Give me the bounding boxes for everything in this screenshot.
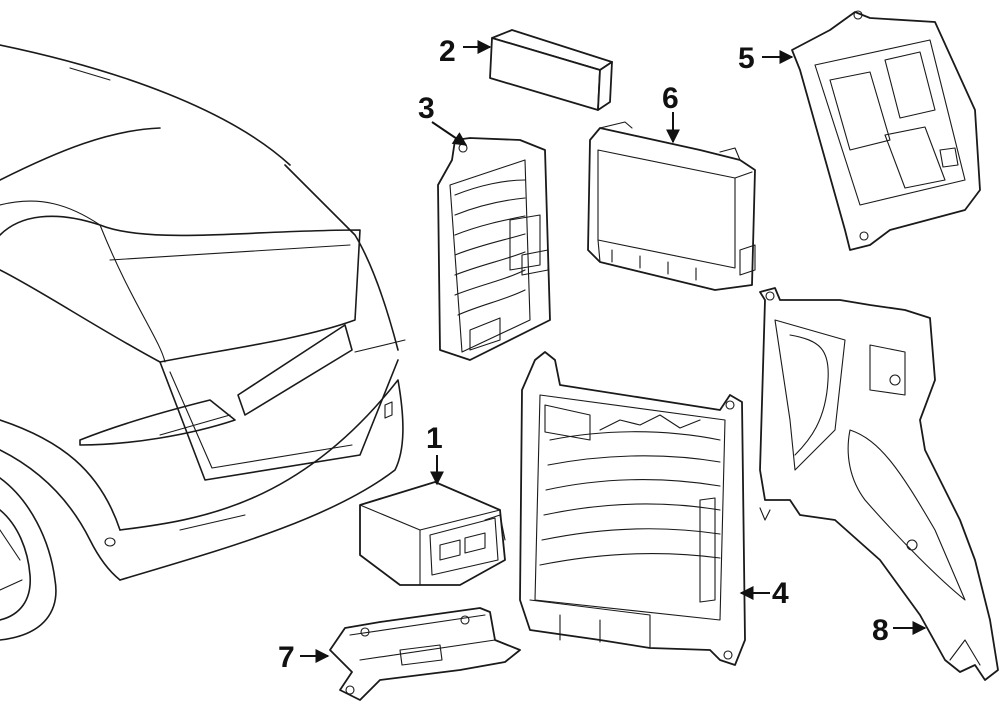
callout-1: 1: [426, 422, 443, 455]
part-1-module: [359, 481, 506, 586]
vehicle-rear-view: [0, 44, 406, 641]
callout-labels: 1 2 3 4 5 6 7 8: [278, 35, 889, 674]
callout-3: 3: [418, 92, 435, 125]
part-3-control-unit: [437, 137, 551, 361]
part-8-bracket: [759, 287, 999, 681]
part-5-module: [791, 10, 981, 251]
part-6-module: [587, 121, 756, 291]
callout-2: 2: [439, 35, 456, 68]
callout-4: 4: [772, 577, 789, 610]
callout-arrows: [300, 40, 927, 663]
part-7-bracket: [329, 607, 521, 701]
callout-8: 8: [872, 614, 889, 647]
callout-5: 5: [738, 42, 755, 75]
part-2-module: [489, 29, 613, 111]
callout-6: 6: [662, 82, 679, 115]
part-4-ecu: [519, 351, 746, 666]
callout-7: 7: [278, 641, 295, 674]
